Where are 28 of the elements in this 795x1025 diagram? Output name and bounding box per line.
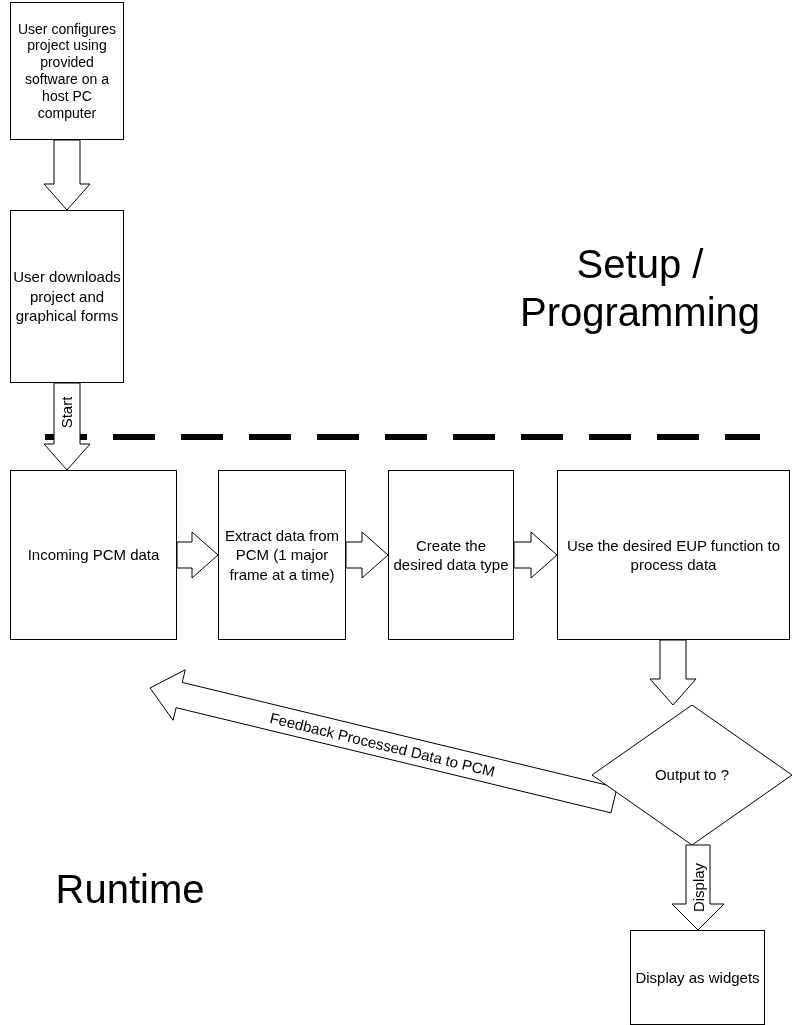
node-text: Incoming PCM data (26, 545, 161, 565)
section-label: Runtime (54, 866, 206, 913)
node-text: Use the desired EUP function to process data (565, 535, 782, 575)
block-arrow (513, 531, 558, 579)
node-text: Display as widgets (634, 967, 761, 988)
process-box (10, 210, 124, 383)
block-arrow (43, 139, 91, 211)
edge-label: Start (59, 396, 75, 429)
node-text: Extract data from PCM (1 major frame at a time) (223, 525, 341, 585)
process-box (10, 2, 124, 140)
node-text: User downloads project and graphical forms (12, 267, 122, 326)
process-box (388, 470, 514, 640)
process-box (218, 470, 346, 640)
edge-label: Display (690, 862, 706, 913)
block-arrow (649, 639, 697, 706)
node-text: User configures project using provided software on a host PC computer (16, 20, 117, 122)
node-text: Output to ? (653, 765, 731, 785)
block-arrow (149, 669, 618, 814)
process-box (630, 930, 765, 1025)
process-box (557, 470, 790, 640)
decision-diamond (592, 705, 792, 845)
block-arrow (176, 531, 219, 579)
block-arrow (43, 382, 91, 471)
block-arrow (671, 844, 725, 931)
block-arrow (345, 531, 389, 579)
process-box (10, 470, 177, 640)
section-label: Setup / Programming (518, 241, 762, 336)
node-text: Create the desired data type (392, 535, 510, 575)
